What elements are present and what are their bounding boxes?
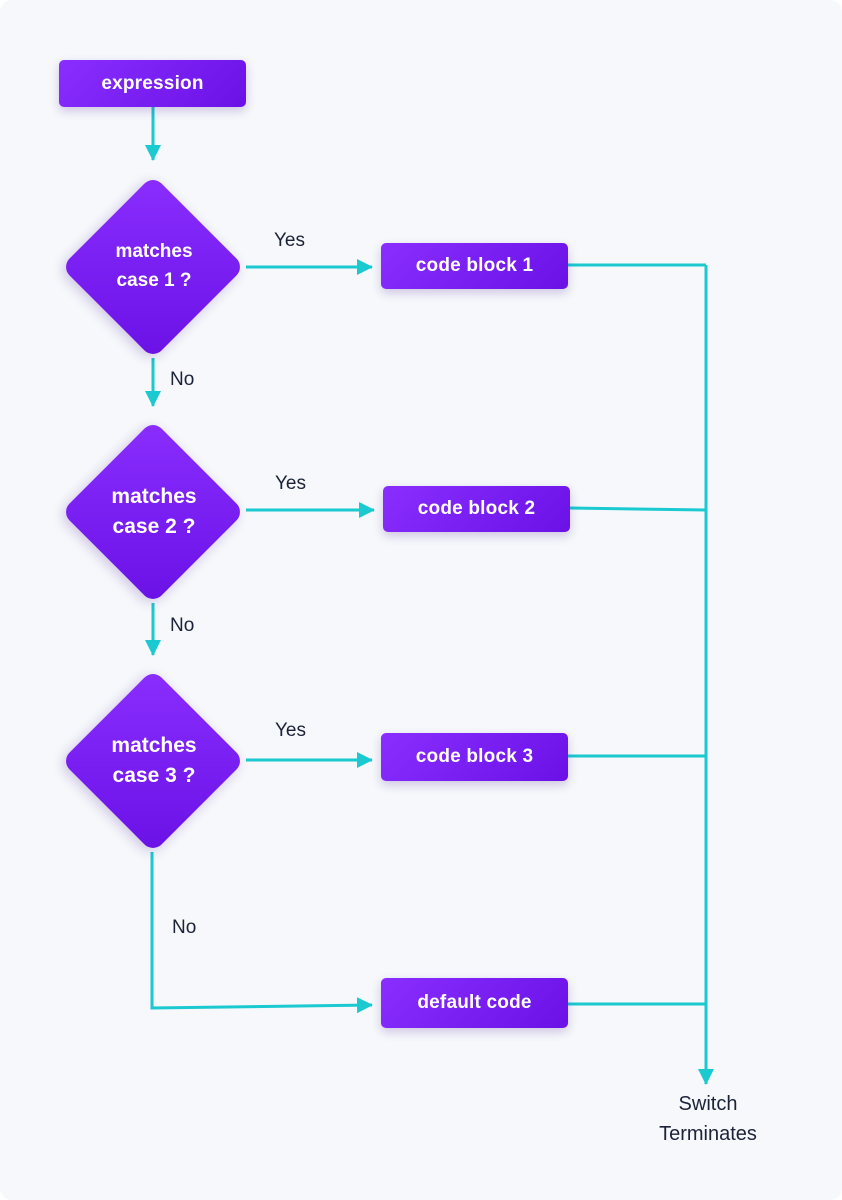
decision-3-line2: case 3 ?	[112, 763, 196, 787]
decision-2-line1: matches	[111, 485, 197, 508]
code-block-1-label: code block 1	[415, 255, 534, 276]
yes-label-1: Yes	[274, 230, 305, 251]
decision-2-line2: case 2 ?	[112, 514, 196, 538]
code-block-3-label: code block 3	[415, 746, 534, 767]
no-label-1: No	[170, 369, 195, 390]
code-block-1: code block 1	[381, 243, 568, 289]
no-label-2: No	[170, 615, 195, 636]
code-block-2: code block 2	[383, 486, 570, 532]
default-code-block: default code	[381, 978, 568, 1028]
switch-terminates-label: Switch Terminates	[638, 1089, 778, 1149]
connector-block-2	[569, 506, 707, 512]
code-block-3: code block 3	[381, 733, 568, 781]
code-block-2-label: code block 2	[417, 498, 536, 519]
decision-1-line1: matches	[115, 241, 193, 262]
default-code-label: default code	[417, 992, 532, 1013]
expression-node: expression	[59, 60, 246, 107]
terminal-line1: Switch	[678, 1093, 738, 1115]
terminal-line2: Terminates	[659, 1123, 757, 1145]
expression-label: expression	[101, 72, 204, 94]
decision-3-line1: matches	[111, 734, 197, 757]
decision-case-1-text: matches case 1 ?	[84, 238, 224, 295]
yes-label-3: Yes	[275, 720, 306, 741]
no-label-3: No	[172, 917, 197, 938]
decision-case-2-text: matches case 2 ?	[84, 482, 224, 542]
decision-1-line2: case 1 ?	[116, 269, 192, 291]
decision-case-3-text: matches case 3 ?	[84, 731, 224, 791]
yes-label-2: Yes	[275, 473, 306, 494]
arrow-decision-3-no	[150, 852, 373, 1014]
